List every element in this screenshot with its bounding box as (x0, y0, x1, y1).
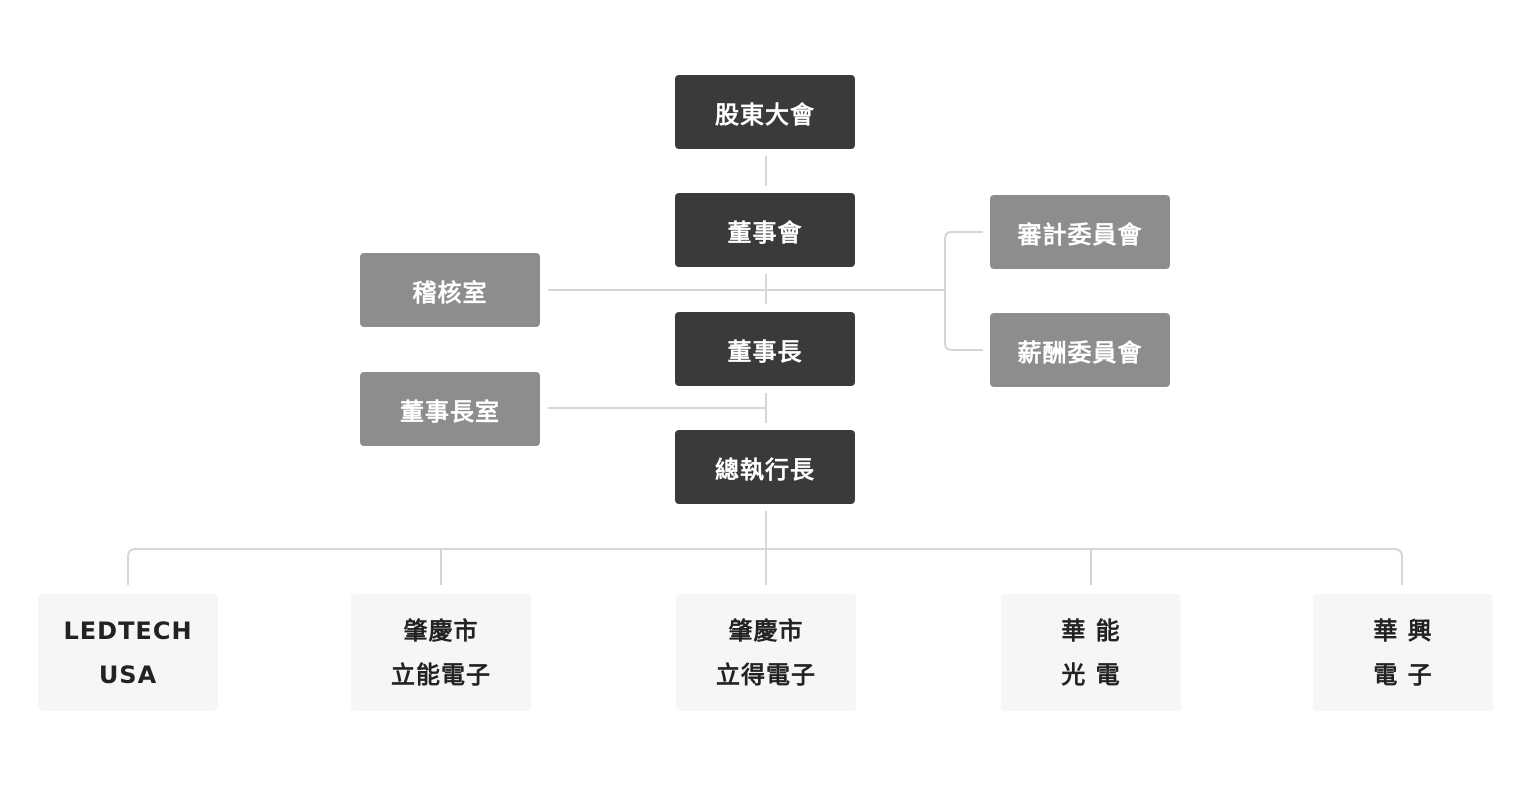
subsidiary-box: LEDTECH USA (38, 594, 218, 711)
audit-office-label: 稽核室 (412, 278, 488, 307)
audit-committee-box: 審計委員會 (990, 195, 1170, 269)
subsidiary-line1: 華 興 (1373, 616, 1433, 645)
shareholders-meeting-label: 股東大會 (715, 100, 815, 129)
subsidiary-line1: 肇慶市 (403, 616, 479, 645)
connector-subsidiaries-bar (127, 548, 1403, 585)
ceo-box: 總執行長 (675, 430, 855, 504)
shareholders-meeting-box: 股東大會 (675, 75, 855, 149)
subsidiary-line2: USA (98, 660, 158, 689)
connector-committees-bracket (944, 231, 983, 351)
audit-office-box: 稽核室 (360, 253, 540, 327)
board-of-directors-label: 董事會 (727, 218, 803, 247)
subsidiary-box: 肇慶市 立能電子 (351, 594, 531, 711)
subsidiary-line1: LEDTECH (63, 616, 193, 645)
board-of-directors-box: 董事會 (675, 193, 855, 267)
subsidiary-box: 華 興 電 子 (1313, 594, 1493, 711)
subsidiary-line2: 光 電 (1061, 660, 1121, 689)
compensation-committee-label: 薪酬委員會 (1017, 338, 1143, 367)
compensation-committee-box: 薪酬委員會 (990, 313, 1170, 387)
chairman-box: 董事長 (675, 312, 855, 386)
subsidiary-line2: 立能電子 (391, 660, 491, 689)
chairman-office-label: 董事長室 (400, 397, 500, 426)
chairman-label: 董事長 (727, 337, 803, 366)
subsidiary-line1: 華 能 (1061, 616, 1121, 645)
subsidiary-box: 肇慶市 立得電子 (676, 594, 856, 711)
audit-committee-label: 審計委員會 (1017, 220, 1143, 249)
subsidiary-line1: 肇慶市 (728, 616, 804, 645)
subsidiary-box: 華 能 光 電 (1001, 594, 1181, 711)
subsidiary-line2: 立得電子 (716, 660, 816, 689)
subsidiary-line2: 電 子 (1373, 660, 1433, 689)
ceo-label: 總執行長 (715, 455, 815, 484)
chairman-office-box: 董事長室 (360, 372, 540, 446)
